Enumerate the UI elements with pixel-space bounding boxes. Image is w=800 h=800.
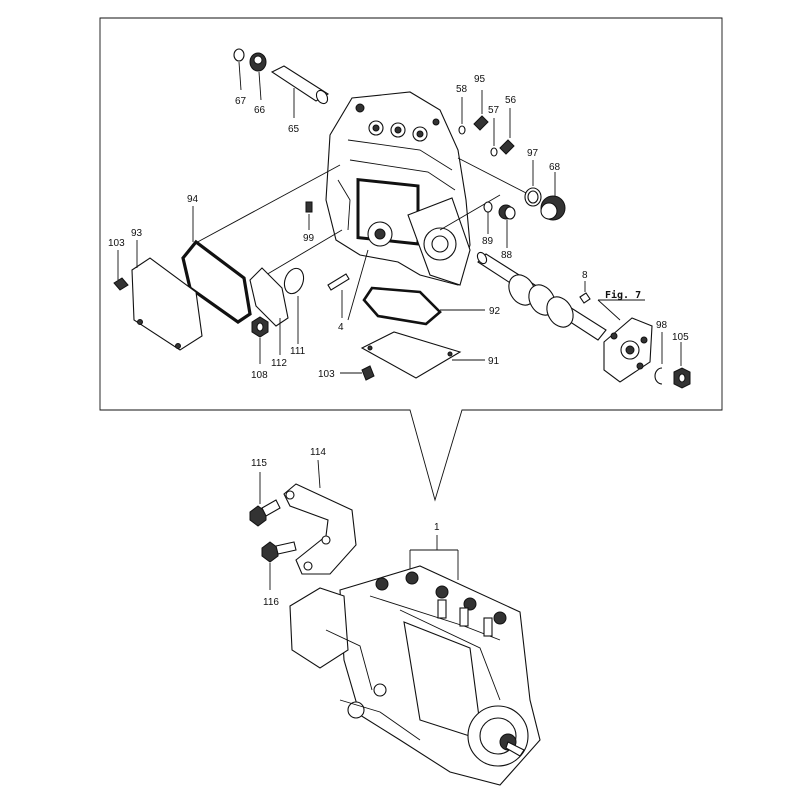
part-93-cover bbox=[131, 240, 203, 351]
part-66-plug bbox=[249, 52, 267, 101]
label-114: 114 bbox=[310, 447, 326, 458]
label-95: 95 bbox=[474, 74, 486, 85]
label-4: 4 bbox=[338, 322, 344, 333]
part-112-gasket bbox=[249, 267, 289, 355]
label-89: 89 bbox=[482, 236, 494, 247]
camshaft bbox=[476, 251, 607, 341]
part-98-washer bbox=[654, 332, 663, 385]
leader-97 bbox=[457, 157, 531, 196]
label-88: 88 bbox=[501, 250, 513, 261]
part-67-o-ring bbox=[233, 48, 245, 91]
label-93: 93 bbox=[131, 228, 143, 239]
part-8-key bbox=[579, 281, 591, 304]
part-91-cover-plate bbox=[360, 331, 485, 379]
part-97-washer bbox=[524, 160, 542, 207]
label-68: 68 bbox=[549, 162, 561, 173]
part-111-o-ring bbox=[283, 267, 305, 344]
label-56: 56 bbox=[505, 95, 517, 106]
part-92-gasket bbox=[362, 286, 485, 326]
label-108: 108 bbox=[251, 370, 268, 381]
label-1: 1 bbox=[434, 522, 440, 533]
part-105-nut bbox=[673, 342, 691, 389]
label-116: 116 bbox=[263, 597, 279, 608]
part-115-bolt bbox=[249, 472, 281, 527]
coupling-flange bbox=[603, 317, 653, 383]
part-95-screw bbox=[473, 90, 489, 131]
leader-88 bbox=[439, 194, 501, 231]
label-115: 115 bbox=[251, 458, 267, 469]
detail-frame bbox=[99, 17, 723, 502]
label-65: 65 bbox=[288, 124, 300, 135]
label-67: 67 bbox=[235, 96, 247, 107]
part-99-pin bbox=[305, 201, 313, 230]
part-103-bolt-left bbox=[113, 250, 129, 291]
pump-housing-upper bbox=[325, 91, 471, 286]
label-105: 105 bbox=[672, 332, 689, 343]
leader-91 bbox=[347, 249, 369, 321]
fig-7-label: Fig. 7 bbox=[605, 289, 641, 301]
label-97: 97 bbox=[527, 148, 539, 159]
part-116-bolt bbox=[261, 541, 297, 590]
part-103-bolt-lower bbox=[340, 365, 375, 381]
label-103-lower: 103 bbox=[318, 369, 335, 380]
label-111: 111 bbox=[290, 346, 306, 357]
part-68-plug bbox=[540, 172, 566, 221]
label-98: 98 bbox=[656, 320, 668, 331]
part-114-bracket bbox=[283, 459, 357, 575]
part-65-sleeve bbox=[270, 65, 330, 118]
label-94: 94 bbox=[187, 194, 199, 205]
label-66: 66 bbox=[254, 105, 266, 116]
fig-7-reference: Fig. 7 bbox=[597, 289, 645, 321]
label-91: 91 bbox=[488, 356, 500, 367]
part-89-o-ring bbox=[483, 201, 493, 234]
injection-pump-assembly bbox=[289, 565, 541, 786]
label-112: 112 bbox=[271, 358, 287, 369]
label-99: 99 bbox=[303, 233, 315, 244]
label-8: 8 bbox=[582, 270, 588, 281]
part-108-nut bbox=[251, 316, 269, 364]
part-56-screw bbox=[499, 108, 515, 155]
part-4-stud bbox=[327, 273, 350, 318]
leader-94 bbox=[191, 164, 341, 246]
leader-112 bbox=[253, 229, 343, 283]
label-58: 58 bbox=[456, 84, 468, 95]
part-88-plug bbox=[498, 204, 516, 248]
label-57: 57 bbox=[488, 105, 500, 116]
label-103-upper: 103 bbox=[108, 238, 125, 249]
part-58-o-ring bbox=[458, 97, 466, 135]
label-92: 92 bbox=[489, 306, 501, 317]
part-57-o-ring bbox=[490, 118, 498, 157]
